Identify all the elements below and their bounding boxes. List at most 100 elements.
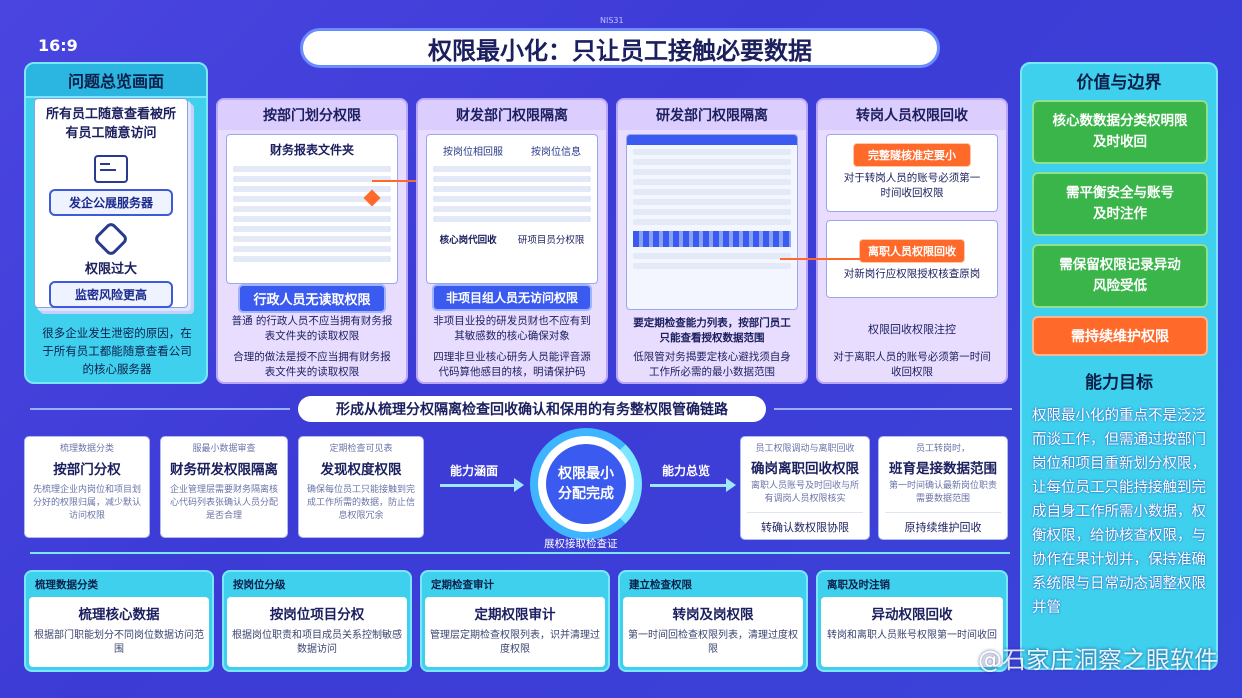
page-title: 权限最小化：只让员工接触必要数据 [300, 28, 940, 68]
card4-text1: 对于转岗人员的账号必须第一时间收回权限 [843, 172, 981, 199]
card2-tab2[interactable]: 按岗位信息 [531, 147, 581, 158]
card1-foot2: 合理的做法是授不应当拥有财务报表文件夹的读取权限 [233, 351, 391, 378]
bottom-card1-title: 梳理核心数据 [78, 607, 160, 623]
value-box-4: 需持续维护权限 [1032, 316, 1208, 356]
problem-caption: 很多企业发生泄密的原因，在于所有员工都能随意查看公司的核心服务器 [42, 326, 192, 376]
connector-line-2 [780, 258, 860, 260]
server-icon [94, 155, 128, 183]
bottom-card2-title: 按岗位项目分权 [269, 607, 365, 623]
bottom-card2-head: 按岗位分级 [233, 579, 286, 591]
card3-foot-title: 要定期检查能力列表，按部门员工只能查看授权数据范围 [633, 317, 791, 344]
card2-foot1: 非项目业投的研发员财也不应有到其敏感数的核心确保对象 [433, 315, 591, 342]
card4-foot: 对于离职人员的账号必须第一时间收回权限 [833, 351, 991, 378]
flow1-small: 梳理数据分类 [59, 444, 114, 454]
bottom-card3-desc: 管理层定期检查权限列表，识并清理过度权限 [430, 630, 600, 655]
flow-box-3: 定期检查可见表 发现权度权限 确保每位员工只能接触到完成工作所需的数据，防止信息… [298, 436, 424, 538]
bottom-card3-title: 定期权限审计 [474, 607, 556, 623]
card2-badge: 非项目组人员无访问权限 [432, 284, 592, 311]
center-circle-label: 权限最小分配完成 [558, 466, 614, 502]
flow5-foot: 原持续维护回收 [885, 512, 1001, 535]
risk-title: 权限过大 [84, 262, 137, 277]
card4-head: 转岗人员权限回收 [818, 100, 1006, 130]
card1-badge: 行政人员无读取权限 [238, 284, 386, 313]
flow1-title: 按部门分权 [53, 462, 121, 478]
flow3-small: 定期检查可见表 [329, 444, 393, 454]
bottom-card5-title: 异动权限回收 [871, 607, 953, 623]
flow3-desc: 确保每位员工只能接触到完成工作所需的数据，防止信息权限冗余 [306, 485, 415, 521]
card-finance-isolation: 财发部门权限隔离 按岗位相回服 按岗位信息 核心岗代回收 研项目员分权限 非项目… [416, 98, 608, 384]
value-box-1: 核心数数据分类权明限及时收回 [1032, 100, 1208, 164]
center-arc-text: 展权接取检查证 [544, 538, 618, 550]
card4-orange1: 完整隧核准定要小 [853, 143, 971, 167]
problem-paper: 所有员工随意查看被所有员工随意访问 发企公展服务器 权限过大 监密风险更高 [34, 98, 188, 308]
bottom-card-5: 离职及时注销 异动权限回收 转岗和离职人员账号权限第一时间收回 [816, 570, 1008, 672]
card4-mid: 权限回收权限注控 [868, 323, 956, 336]
risk-badge: 监密风险更高 [49, 281, 173, 308]
bottom-card5-head: 离职及时注销 [827, 579, 890, 591]
flow2-small: 服最小数据审查 [192, 444, 256, 454]
flow5-title: 班育是接数据范围 [889, 461, 997, 477]
value-boundary-head: 价值与边界 [1076, 73, 1162, 93]
flow4-title: 确岗离职回收权限 [751, 461, 859, 477]
card-transfer-recall: 转岗人员权限回收 完整隧核准定要小 对于转岗人员的账号必须第一时间收回权限 离职… [816, 98, 1008, 384]
bottom-card2-desc: 根据岗位职责和项目成员关系控制敏感数据访问 [232, 630, 402, 655]
flow5-small: 员工转岗时， [915, 444, 970, 454]
card1-screen: 财务报表文件夹 [226, 134, 398, 284]
flow1-desc: 先梳理企业内岗位和项目划分好的权限归属，减少默认访问权限 [32, 485, 141, 521]
card4-text2: 对新岗行应权限授权核查原岗 [843, 268, 981, 280]
server-label: 发企公展服务器 [49, 189, 173, 216]
watermark: @石家庄洞察之眼软件 [978, 646, 1218, 674]
flow4-small: 员工权限调动与离职回收 [755, 444, 855, 454]
value-box-2: 需平衡安全与账号及时注作 [1032, 172, 1208, 236]
flow-box-1: 梳理数据分类 按部门分权 先梳理企业内岗位和项目划分好的权限归属，减少默认访问权… [24, 436, 150, 538]
bottom-card-1: 梳理数据分类 梳理核心数据 根据部门职能划分不同岗位数据访问范围 [24, 570, 214, 672]
bottom-card4-head: 建立检查权限 [629, 579, 692, 591]
flow-box-4: 员工权限调动与离职回收 确岗离职回收权限 离职人员账号及时回收与所有调岗人员权限… [740, 436, 870, 540]
card2-head: 财发部门权限隔离 [418, 100, 606, 130]
center-circle: 权限最小分配完成 [546, 444, 626, 524]
card2-screen: 按岗位相回服 按岗位信息 核心岗代回收 研项目员分权限 [426, 134, 598, 284]
value-boundary-panel: 价值与边界 核心数数据分类权明限及时收回 需平衡安全与账号及时注作 需保留权限记… [1020, 62, 1218, 670]
banner-line-right [774, 408, 1012, 410]
value-box-3: 需保留权限记录异动风险受低 [1032, 244, 1208, 308]
connector-line [372, 180, 442, 182]
arrow-right-icon-1 [440, 484, 518, 487]
problem-overview-head: 问题总览画面 [26, 64, 206, 98]
bottom-card-2: 按岗位分级 按岗位项目分权 根据岗位职责和项目成员关系控制敏感数据访问 [222, 570, 412, 672]
goal-head: 能力目标 [1085, 373, 1153, 393]
card3-head: 研发部门权限隔离 [618, 100, 806, 130]
capability-label-left: 能力涵面 [450, 464, 499, 478]
card4-orange2: 离职人员权限回收 [859, 239, 965, 263]
card1-head: 按部门划分权限 [218, 100, 406, 130]
card-department-permission: 按部门划分权限 财务报表文件夹 行政人员无读取权限 普通 的行政人员不应当拥有财… [216, 98, 408, 384]
flow4-foot: 转确认数权限协限 [747, 512, 863, 535]
card1-screen-title: 财务报表文件夹 [269, 143, 354, 157]
flow-underline [30, 552, 1010, 554]
card2-tab1[interactable]: 按岗位相回服 [443, 147, 503, 158]
flow3-title: 发现权度权限 [320, 462, 402, 478]
card2-sub1: 核心岗代回收 [439, 235, 497, 246]
card3-foot2: 低限管对务揭要定核心避找须自身工作所必需的最小数据范围 [633, 351, 791, 378]
arrow-head-icon-1 [514, 478, 524, 492]
card2-foot2: 四理非旦业核心研务人员能评音源代码算他感目的核，明请保护码 [433, 351, 591, 378]
shield-icon [92, 220, 130, 258]
bottom-card1-head: 梳理数据分类 [35, 579, 98, 591]
flow2-title: 财务研发权限隔离 [170, 462, 278, 478]
bottom-card3-head: 定期检查审计 [431, 579, 494, 591]
flow-box-5: 员工转岗时， 班育是接数据范围 第一时间确认最新岗位职责需要数据范围 原持续维护… [878, 436, 1008, 540]
bottom-card-3: 定期检查审计 定期权限审计 管理层定期检查权限列表，识并清理过度权限 [420, 570, 610, 672]
flow5-desc: 第一时间确认最新岗位职责需要数据范围 [888, 481, 997, 504]
bottom-card5-desc: 转岗和离职人员账号权限第一时间收回 [827, 630, 997, 641]
card2-sub2: 研项目员分权限 [517, 235, 585, 246]
banner-line-left [30, 408, 290, 410]
chain-banner: 形成从梳理分权隔离检查回收确认和保用的有务整权限管确链路 [298, 396, 766, 422]
bottom-card4-title: 转岗及岗权限 [672, 607, 754, 623]
header-tag: NIS31 [600, 16, 624, 25]
card4-screen-top: 完整隧核准定要小 对于转岗人员的账号必须第一时间收回权限 [826, 134, 998, 212]
goal-text: 权限最小化的重点不是泛泛而谈工作，但需通过按部门岗位和项目重新划分权限，让每位员… [1032, 408, 1206, 616]
card3-screen [626, 134, 798, 310]
flow4-desc: 离职人员账号及时回收与所有调岗人员权限核实 [750, 481, 859, 504]
paper-title: 所有员工随意查看被所有员工随意访问 [45, 107, 176, 141]
problem-overview-panel: 问题总览画面 所有员工随意查看被所有员工随意访问 发企公展服务器 权限过大 监密… [24, 62, 208, 384]
arrow-right-icon-2 [650, 484, 730, 487]
